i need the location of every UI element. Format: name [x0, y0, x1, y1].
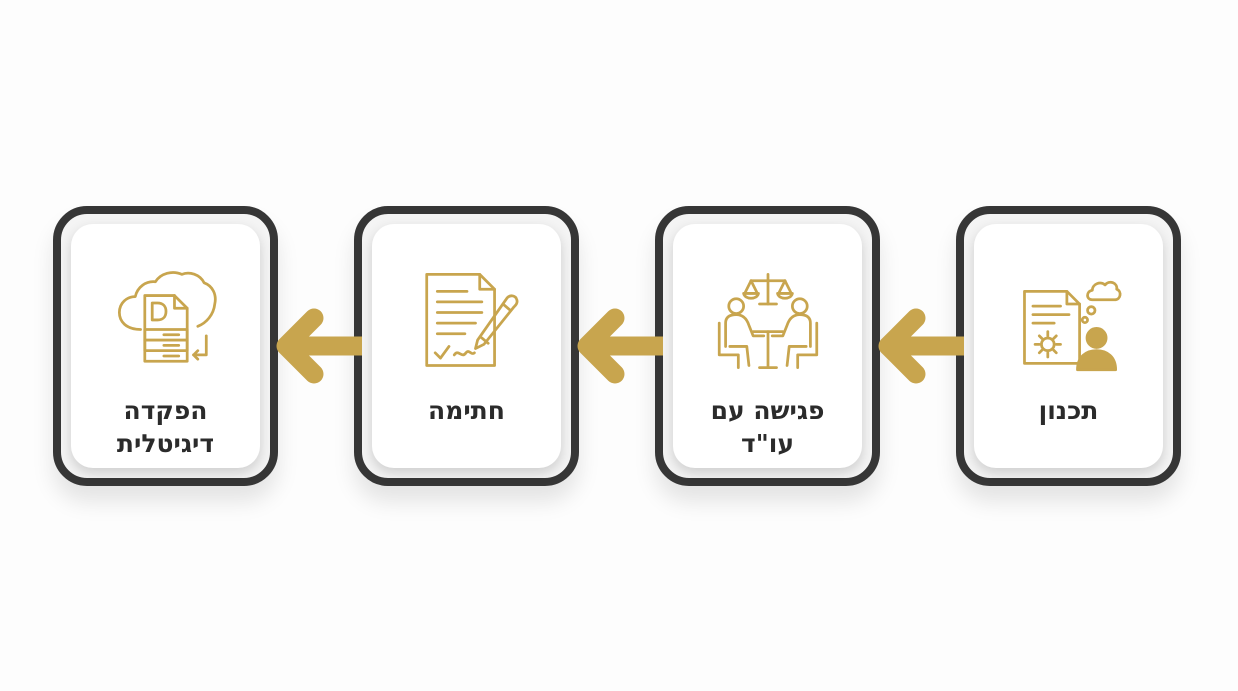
arrow-left-icon — [272, 306, 368, 386]
step-label-line-1: תכנון — [1038, 396, 1099, 425]
card-inner: הפקדה דיגיטלית — [71, 224, 260, 468]
cloud-digital-deposit-icon — [113, 268, 219, 374]
step-card-lawyer-meeting: פגישה עם עו"ד — [655, 206, 880, 486]
step-card-signing: חתימה — [354, 206, 579, 486]
arrow-left-icon — [874, 306, 970, 386]
step-label: פגישה עם עו"ד — [679, 394, 856, 460]
step-label-line-2: עו"ד — [741, 429, 794, 458]
card-inner: חתימה — [372, 224, 561, 468]
step-label-line-1: פגישה עם — [710, 396, 825, 425]
card-inner: פגישה עם עו"ד — [673, 224, 862, 468]
arrow-left-icon — [573, 306, 669, 386]
step-label-line-1: חתימה — [428, 396, 505, 425]
step-label-line-2: דיגיטלית — [116, 429, 215, 458]
lawyer-meeting-scales-icon — [715, 268, 821, 374]
step-card-planning: תכנון — [956, 206, 1181, 486]
step-label: תכנון — [980, 394, 1157, 427]
step-label-line-1: הפקדה — [123, 396, 208, 425]
planning-document-person-icon — [1016, 268, 1122, 374]
step-card-digital-deposit: הפקדה דיגיטלית — [53, 206, 278, 486]
signing-document-pen-icon — [414, 268, 520, 374]
card-inner: תכנון — [974, 224, 1163, 468]
step-label: חתימה — [378, 394, 555, 427]
step-label: הפקדה דיגיטלית — [77, 394, 254, 460]
